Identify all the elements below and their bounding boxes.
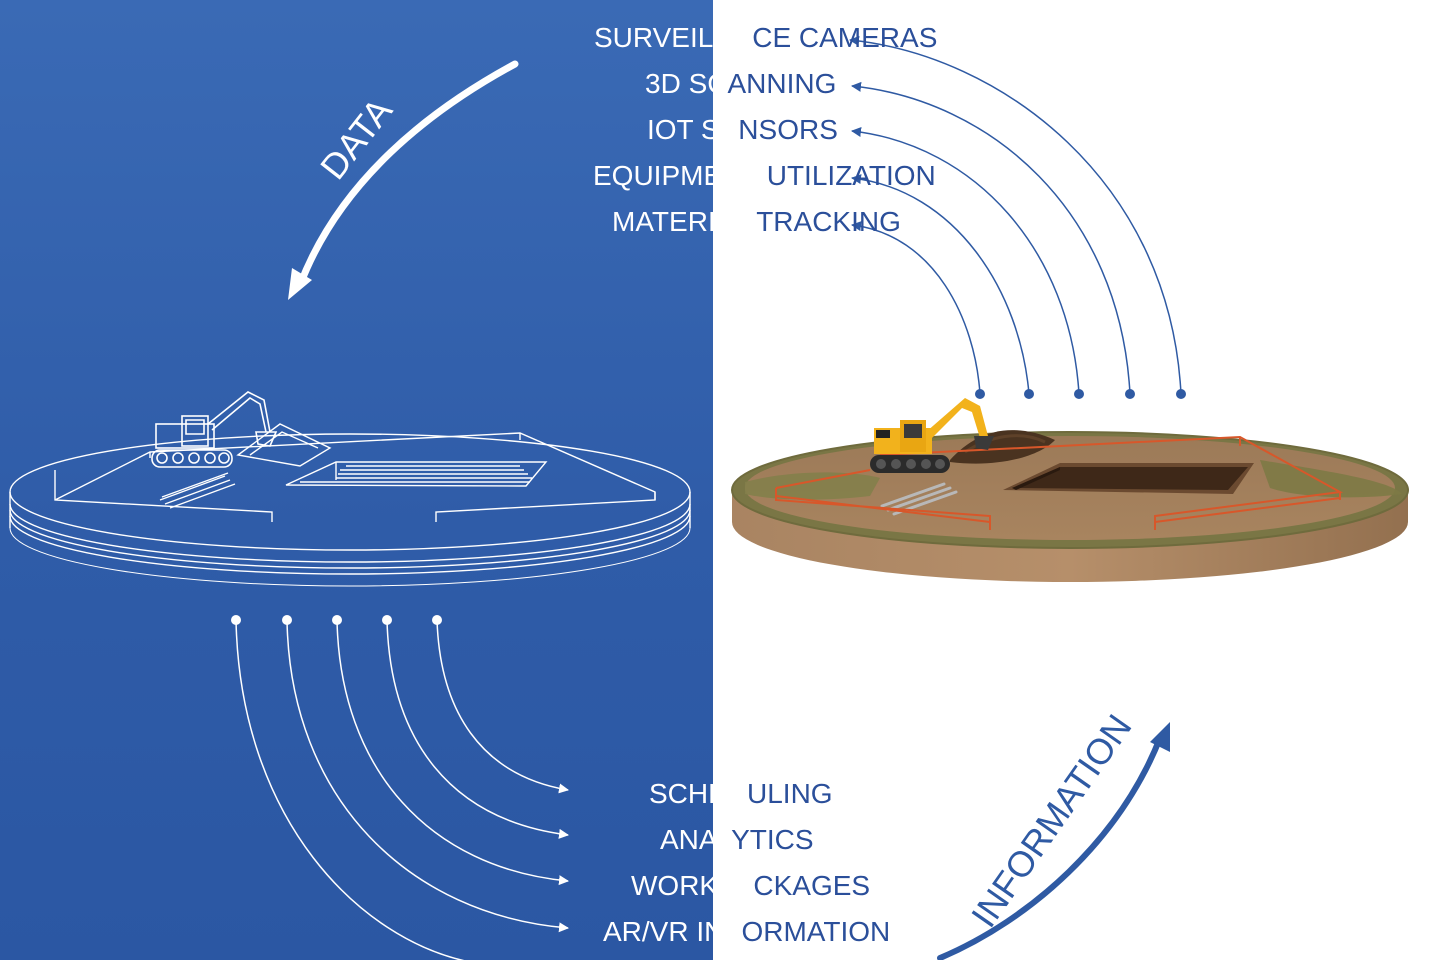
input-curve-2	[851, 81, 1131, 395]
rendered-construction-site-icon	[731, 430, 1409, 582]
input-curve-4	[851, 174, 1030, 395]
output-label-part-left: SCHED	[649, 778, 748, 809]
wireframe-construction-site-icon	[9, 423, 691, 587]
output-dots	[231, 615, 442, 625]
input-label-part-left: 3D SC	[645, 68, 728, 99]
input-label-part-right: TRACKING	[756, 206, 901, 237]
output-label-part-right: ORMATION	[741, 916, 891, 947]
input-label-part-left: SURVEILAN	[594, 22, 753, 53]
output-label-part-right: YTICS	[731, 824, 814, 855]
input-label-part-left: EQUIPMENT	[593, 160, 767, 191]
input-label-surveillance-cameras: SURVEILANCE CAMERAS	[594, 22, 937, 54]
excavator-icon-rendered	[870, 398, 994, 473]
output-curve-1	[436, 619, 569, 794]
input-label-part-right: ANNING	[727, 68, 837, 99]
output-label-part-right: ULING	[747, 778, 833, 809]
input-label-equipment-utilization: EQUIPMENT UTILIZATION	[593, 160, 936, 192]
input-label-3d-scanning: 3D SCANNING	[645, 68, 836, 100]
input-label-part-right: CE CAMERAS	[752, 22, 938, 53]
excavator-icon	[151, 391, 278, 468]
output-curve-5	[235, 619, 465, 960]
input-label-part-right: UTILIZATION	[766, 160, 936, 191]
output-label-part-left: AR/VR INF	[603, 916, 742, 947]
input-curve-1	[849, 35, 1182, 395]
output-label-analytics: ANALYTICS	[660, 824, 814, 856]
output-curve-4	[286, 619, 569, 933]
data-arrow-label: DATA	[312, 90, 400, 187]
output-label-ar-vr-information: AR/VR INFORMATION	[603, 916, 890, 948]
output-label-part-right: CKAGES	[753, 870, 871, 901]
input-label-part-left: MATERIAL	[612, 206, 757, 237]
input-curves	[849, 35, 1182, 395]
output-label-workpackages: WORKPACKAGES	[631, 870, 870, 902]
data-arrow: DATA	[288, 60, 519, 300]
input-dots	[975, 389, 1186, 399]
output-label-scheduling: SCHEDULING	[649, 778, 833, 810]
input-curve-3	[851, 127, 1080, 395]
input-curve-5	[851, 221, 981, 395]
output-curves	[235, 619, 569, 960]
input-label-part-right: NSORS	[738, 114, 838, 145]
output-curve-3	[336, 619, 569, 886]
output-label-part-left: ANAL	[660, 824, 732, 855]
digital-panel-background	[0, 0, 713, 960]
input-label-material-tracking: MATERIAL TRACKING	[612, 206, 901, 238]
input-label-iot-sensors: IOT SENSORS	[647, 114, 838, 146]
input-label-part-left: IOT SE	[647, 114, 739, 145]
output-label-part-left: WORKPA	[631, 870, 754, 901]
output-curve-2	[386, 619, 569, 839]
information-arrow: INFORMATION	[937, 707, 1170, 960]
